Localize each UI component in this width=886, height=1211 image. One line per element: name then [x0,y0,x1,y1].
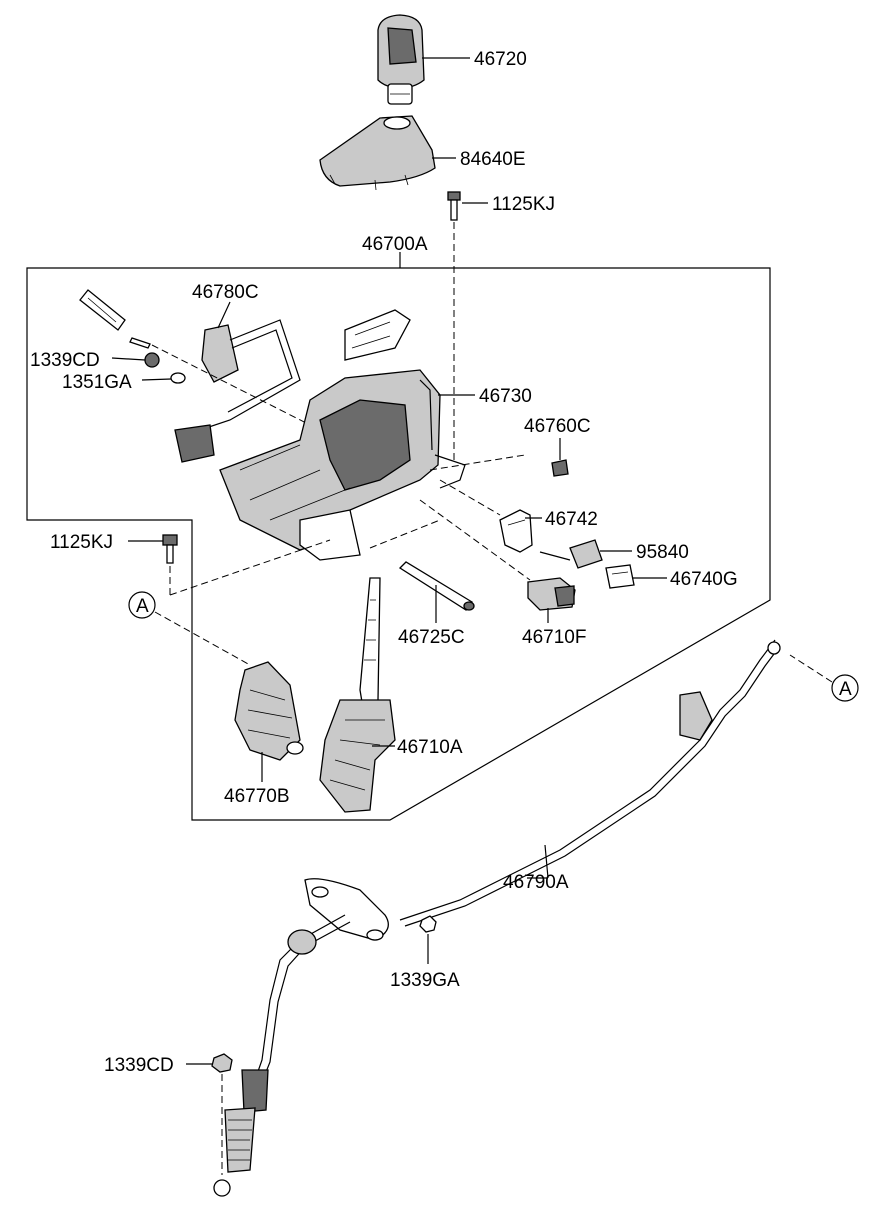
label-46710f: 46710F [522,627,586,648]
label-46770b: 46770B [224,786,290,807]
pin-46725c-part [398,561,475,611]
label-1339cd-bottom: 1339CD [104,1055,174,1076]
console-cover-part [319,115,436,191]
shift-knob-part [377,14,425,105]
bracket-46742-part [499,509,533,553]
nut-1339cd-bottom-part [211,1053,233,1073]
bracket-46770b-part [234,661,304,761]
label-a-left: A [136,596,149,617]
label-46710a: 46710A [397,737,463,758]
label-a-right: A [839,679,852,700]
shifter-housing-part [219,309,466,561]
label-1125kj-top: 1125KJ [492,194,555,215]
bolt-left-part [162,534,178,564]
ref-a-left-marker [128,591,156,619]
nut-1339cd-top-part [144,352,160,368]
bolt-top-part [447,191,461,221]
lever-46710a-part [319,577,396,813]
ref-a-right-marker [831,674,859,702]
nut-1339ga-part [419,915,437,933]
label-46760c: 46760C [524,416,591,437]
screw-part [129,337,151,349]
lock-46710f-part [527,577,576,611]
label-46720: 46720 [474,49,527,70]
label-1351ga: 1351GA [62,372,132,393]
washer-1351ga-part [170,372,186,384]
label-46742: 46742 [545,509,598,530]
linkage-bracket-part [79,289,301,463]
label-46790a: 46790A [503,872,569,893]
cable-46790a-part [213,639,781,1197]
label-84640e: 84640E [460,149,526,170]
label-46730: 46730 [479,386,532,407]
clip-46740g-part [605,564,635,589]
label-1125kj-left: 1125KJ [50,532,113,553]
label-46725c: 46725C [398,627,465,648]
label-1339ga: 1339GA [390,970,460,991]
label-46700a: 46700A [362,234,428,255]
clip-46760c-part [551,459,569,477]
switch-95840-part [539,539,603,569]
assembly-outline [26,267,771,821]
label-46780c: 46780C [192,282,259,303]
label-1339cd-top: 1339CD [30,350,100,371]
label-46740g: 46740G [670,569,738,590]
label-95840: 95840 [636,542,689,563]
